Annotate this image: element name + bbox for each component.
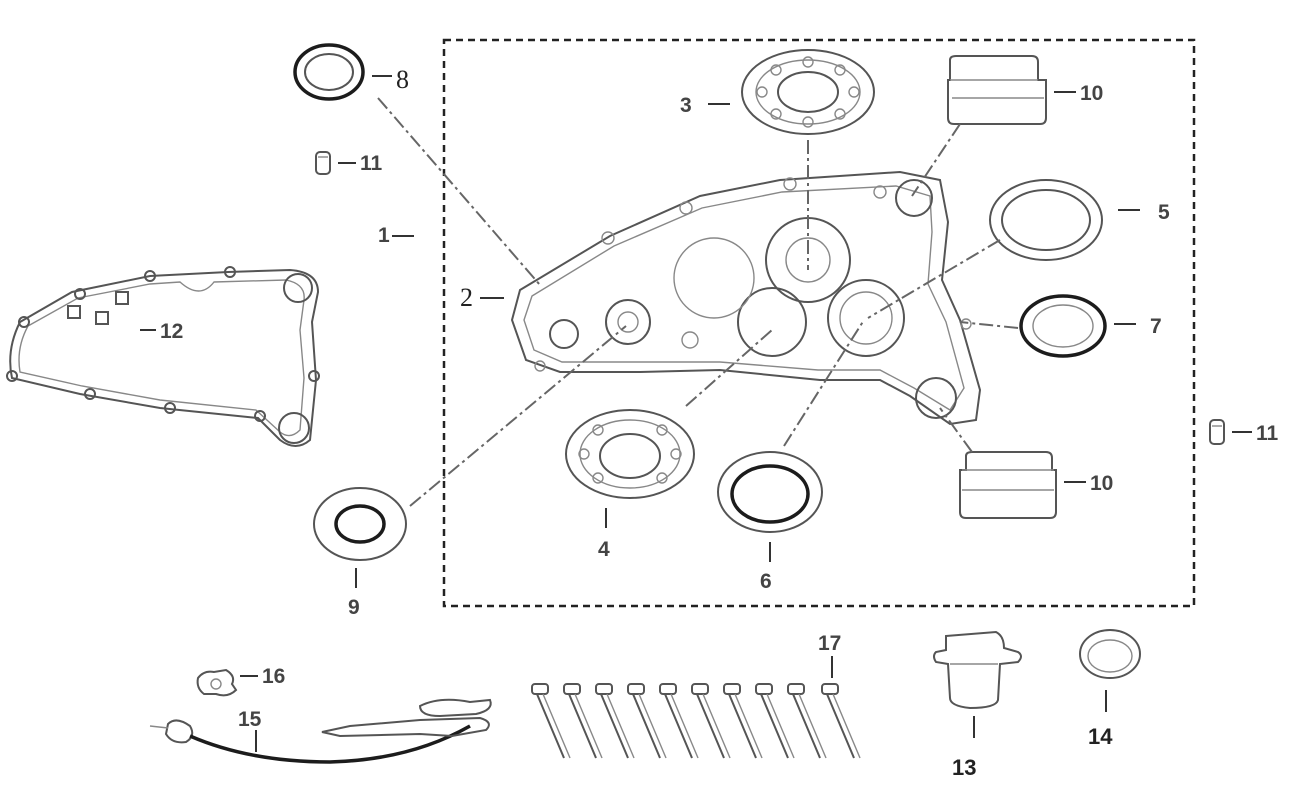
part-10-block-lower[interactable]	[959, 451, 1057, 519]
callout-3: 3	[680, 94, 692, 117]
part-4-bearing[interactable]	[565, 409, 695, 499]
callout-17: 17	[818, 632, 841, 655]
callout-8: 8	[396, 65, 409, 94]
callout-2: 2	[460, 283, 473, 312]
callout-16: 16	[262, 665, 285, 688]
callout-5: 5	[1158, 201, 1170, 224]
part-14-washer[interactable]	[1079, 629, 1141, 679]
part-8-oil-seal[interactable]	[293, 43, 365, 101]
part-16-clip[interactable]	[196, 668, 238, 697]
part-3-bearing[interactable]	[741, 49, 875, 135]
callout-7: 7	[1150, 315, 1162, 338]
callout-4: 4	[598, 538, 610, 561]
part-2-crankcase-cover[interactable]	[510, 170, 982, 426]
part-15-cable[interactable]	[149, 698, 492, 764]
assembly-group-box	[442, 38, 1196, 608]
part-11-dowel-pin-left[interactable]	[315, 151, 331, 175]
part-10-block-upper[interactable]	[947, 55, 1047, 125]
part-11-dowel-pin-right[interactable]	[1209, 419, 1225, 445]
callout-9: 9	[348, 596, 360, 619]
part-5-seal[interactable]	[989, 179, 1103, 261]
callout-15: 15	[238, 708, 262, 731]
part-7-seal[interactable]	[1019, 294, 1107, 358]
callout-11-left: 11	[360, 152, 383, 175]
callout-12: 12	[160, 320, 183, 343]
callout-11-right: 11	[1256, 422, 1279, 445]
callout-13: 13	[952, 755, 976, 780]
part-6-seal[interactable]	[717, 451, 823, 533]
callout-10-lower: 10	[1090, 472, 1113, 495]
callout-1: 1	[378, 224, 390, 247]
part-17-bolts[interactable]	[531, 683, 861, 759]
part-13-drain-plug[interactable]	[933, 630, 1022, 710]
part-9-seal[interactable]	[313, 487, 407, 561]
callout-6: 6	[760, 570, 772, 593]
callout-10-upper: 10	[1080, 82, 1103, 105]
part-12-gasket[interactable]	[6, 266, 320, 447]
callout-14: 14	[1088, 724, 1113, 749]
